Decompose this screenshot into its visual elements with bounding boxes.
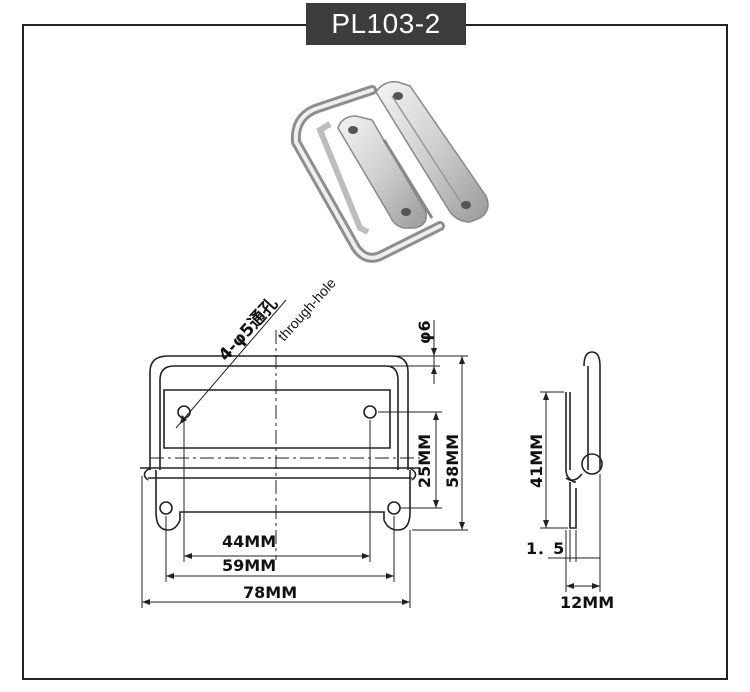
through-hole-label: through-hole bbox=[274, 275, 339, 344]
dim-58-label: 58MM bbox=[443, 434, 462, 488]
side-view bbox=[565, 351, 603, 529]
handle-photo bbox=[290, 80, 489, 263]
side-dimension-lines bbox=[540, 391, 601, 592]
dim-25-label: 25MM bbox=[415, 434, 434, 488]
arrowheads bbox=[142, 348, 465, 605]
product-title: PL103-2 bbox=[306, 3, 466, 45]
dim-12-label: 12MM bbox=[560, 593, 614, 612]
dim-44-label: 44MM bbox=[222, 532, 276, 551]
dim-1-5-label: 1．5 bbox=[526, 539, 564, 558]
dim-59-label: 59MM bbox=[222, 556, 276, 575]
side-arrowheads bbox=[543, 392, 600, 589]
hole-spec-label: 4-φ5通孔 bbox=[215, 294, 282, 365]
dim-41-label: 41MM bbox=[527, 434, 546, 488]
center-lines bbox=[150, 330, 420, 560]
dim-78-label: 78MM bbox=[243, 583, 297, 602]
front-dimension-lines bbox=[141, 299, 468, 608]
front-view bbox=[140, 355, 420, 531]
dia-6-label: φ6 bbox=[415, 320, 434, 344]
